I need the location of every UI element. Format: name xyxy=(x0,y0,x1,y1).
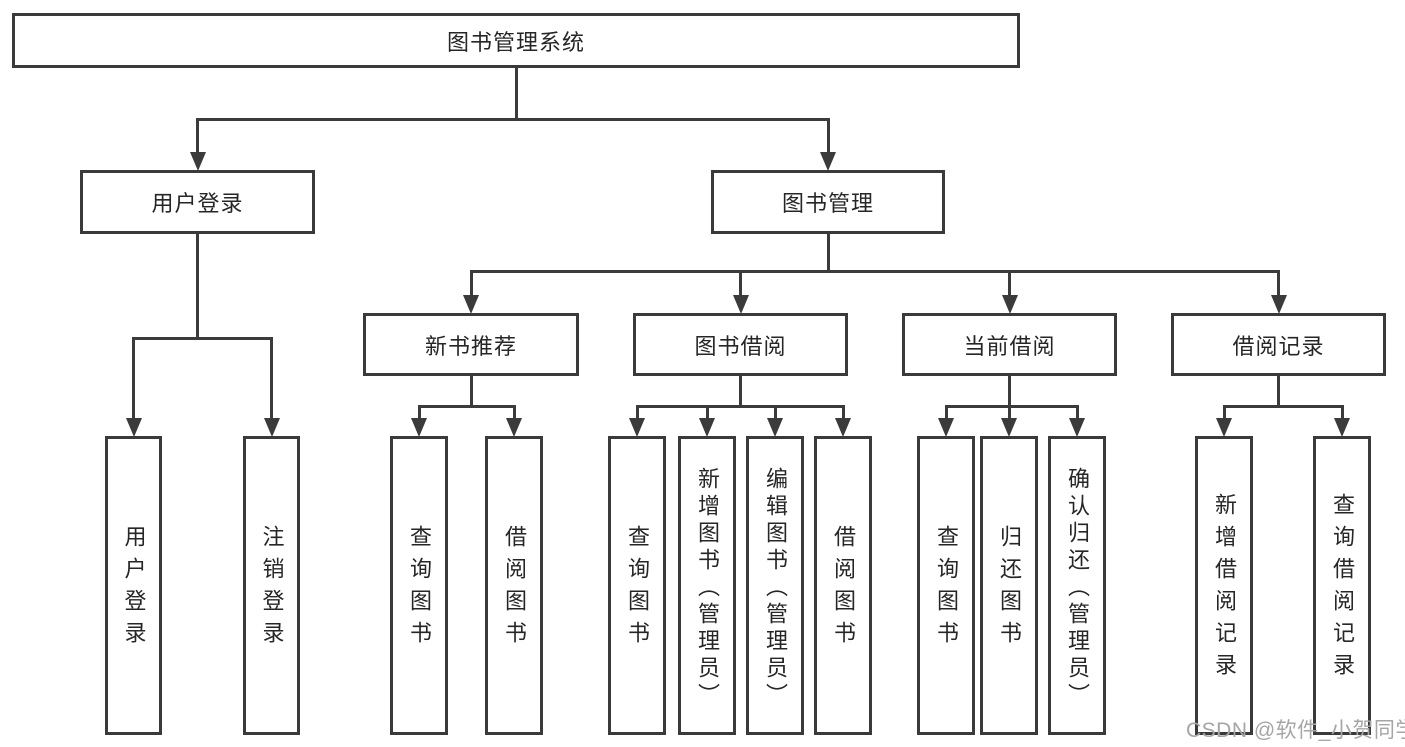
watermark: CSDN @软件_小贺同学 xyxy=(1186,719,1405,742)
connector-line xyxy=(1008,376,1011,408)
connector-line xyxy=(196,118,199,153)
node-cb-return: 归还图书 xyxy=(980,436,1038,735)
node-br-query: 查询借阅记录 xyxy=(1313,436,1371,735)
connector-line xyxy=(512,405,516,419)
connector-line xyxy=(1008,270,1011,296)
connector-line xyxy=(1075,405,1079,419)
arrow-down-icon xyxy=(1001,295,1018,314)
node-user-login: 用户登录 xyxy=(80,170,315,234)
connector-line xyxy=(132,337,273,340)
arrow-down-icon xyxy=(1001,418,1017,437)
node-nbr-borrow: 借阅图书 xyxy=(485,436,543,735)
connector-line xyxy=(1222,405,1344,408)
arrow-down-icon xyxy=(1216,418,1232,437)
arrow-down-icon xyxy=(506,418,522,437)
connector-line xyxy=(826,118,830,153)
connector-line xyxy=(739,270,742,296)
connector-line xyxy=(944,405,1079,408)
node-cb-confirm: 确认归还（管理员） xyxy=(1048,436,1106,735)
node-br-add: 新增借阅记录 xyxy=(1195,436,1253,735)
connector-line xyxy=(469,376,473,408)
arrow-down-icon xyxy=(699,418,715,437)
connector-line xyxy=(1007,405,1011,419)
arrow-down-icon xyxy=(189,152,206,171)
node-nbr-query: 查询图书 xyxy=(390,436,448,735)
arrow-down-icon xyxy=(938,418,954,437)
connector-line xyxy=(635,405,639,419)
node-leaf-user-login: 用户登录 xyxy=(105,436,162,735)
connector-line xyxy=(514,68,518,121)
connector-line xyxy=(469,270,473,296)
arrow-down-icon xyxy=(463,295,479,314)
connector-line xyxy=(773,405,777,419)
node-cb-query: 查询图书 xyxy=(917,436,975,735)
arrow-down-icon xyxy=(767,418,783,437)
node-new-book-rec: 新书推荐 xyxy=(363,313,579,376)
arrow-down-icon xyxy=(1270,295,1287,314)
connector-line xyxy=(417,405,516,408)
connector-line xyxy=(841,405,845,419)
connector-line xyxy=(1277,376,1280,408)
connector-line xyxy=(270,337,273,419)
connector-line xyxy=(417,405,421,419)
node-borrow-records: 借阅记录 xyxy=(1171,313,1386,376)
connector-line xyxy=(635,405,845,408)
node-book-mgmt: 图书管理 xyxy=(711,170,945,234)
connector-line xyxy=(1340,405,1344,419)
connector-line xyxy=(196,234,199,340)
arrow-down-icon xyxy=(820,152,836,171)
node-bb-add: 新增图书（管理员） xyxy=(678,436,736,735)
node-bb-borrow: 借阅图书 xyxy=(814,436,872,735)
arrow-down-icon xyxy=(629,418,645,437)
node-bb-edit: 编辑图书（管理员） xyxy=(746,436,804,735)
node-book-borrow: 图书借阅 xyxy=(633,313,848,376)
arrow-down-icon xyxy=(411,418,427,437)
arrow-down-icon xyxy=(263,418,280,437)
connector-line xyxy=(705,405,709,419)
connector-line xyxy=(1222,405,1226,419)
node-bb-query: 查询图书 xyxy=(608,436,666,735)
arrow-down-icon xyxy=(835,418,851,437)
connector-line xyxy=(739,376,742,408)
arrow-down-icon xyxy=(1334,418,1350,437)
connector-line xyxy=(1277,270,1280,296)
node-current-borrow: 当前借阅 xyxy=(902,313,1117,376)
connector-line xyxy=(826,234,830,273)
arrow-down-icon xyxy=(125,418,142,437)
connector-line xyxy=(196,118,830,121)
connector-line xyxy=(944,405,948,419)
arrow-down-icon xyxy=(732,295,749,314)
node-root: 图书管理系统 xyxy=(12,13,1020,68)
node-leaf-logout: 注销登录 xyxy=(243,436,300,735)
connector-line xyxy=(132,337,135,419)
connector-line xyxy=(469,270,1280,273)
arrow-down-icon xyxy=(1069,418,1085,437)
